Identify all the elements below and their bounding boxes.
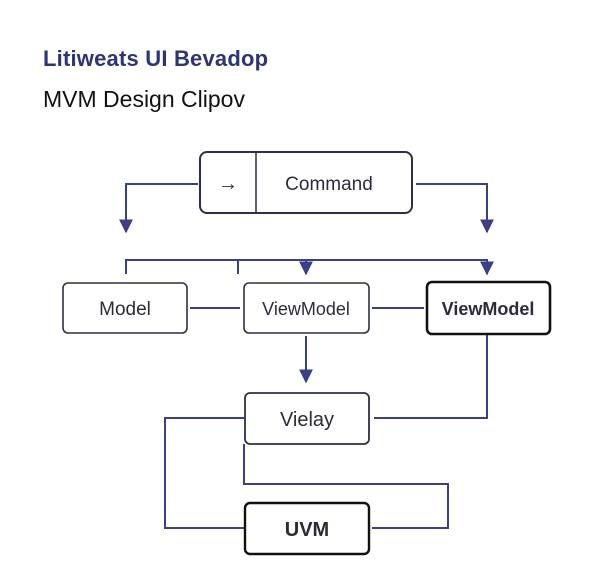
- uvm-label: UVM: [285, 519, 329, 541]
- connectors: [119, 183, 494, 529]
- node-viewmodel-light: ViewModel: [243, 282, 370, 334]
- node-view: Vielay: [244, 392, 370, 445]
- node-model: Model: [62, 282, 188, 334]
- connector-command-right: [416, 183, 494, 234]
- node-viewmodel-bold: ViewModel: [425, 280, 552, 336]
- connector-viewmodel-bold-view: [374, 335, 488, 419]
- diagram-subtitle: MVM Design Clipov: [43, 86, 245, 112]
- connector-command-left: [119, 183, 198, 234]
- view-label: Vielay: [280, 409, 334, 431]
- diagram-title: Litiweats UI Bevadop: [43, 46, 269, 71]
- connector-loop-left: [164, 417, 244, 529]
- model-label: Model: [99, 299, 151, 320]
- node-uvm: UVM: [243, 501, 371, 556]
- viewmodel-bold-label: ViewModel: [442, 299, 535, 319]
- command-arrow-icon: →: [218, 173, 238, 195]
- node-command: → Command: [199, 151, 413, 214]
- command-label: Command: [285, 174, 373, 195]
- connector-loop-right: [243, 444, 449, 529]
- viewmodel-light-label: ViewModel: [262, 299, 350, 319]
